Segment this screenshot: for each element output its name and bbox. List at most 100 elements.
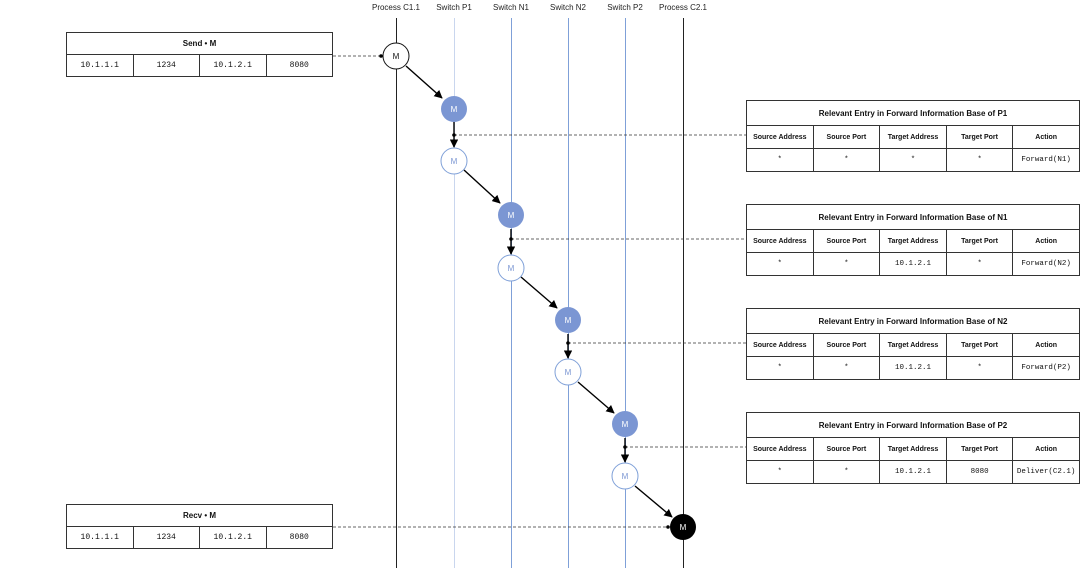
- recv-target-address: 10.1.2.1: [199, 526, 267, 549]
- fib-header-source-address: Source Address: [746, 125, 814, 149]
- node-n1-received: M: [498, 202, 524, 228]
- lane-line-p2: [625, 18, 626, 568]
- fib-header-action: Action: [1012, 333, 1080, 357]
- node-p1-forward: M: [440, 147, 468, 175]
- lane-label-n1: Switch N1: [492, 3, 529, 12]
- send-target-address: 10.1.2.1: [199, 54, 267, 77]
- fib-cell-action: Forward(N1): [1012, 148, 1080, 172]
- svg-text:M: M: [393, 52, 400, 61]
- fib-header-source-port: Source Port: [812, 437, 881, 461]
- fib-cell: 10.1.2.1: [879, 356, 947, 380]
- fib-header-target-port: Target Port: [945, 333, 1014, 357]
- lane-line-c11: [396, 18, 397, 568]
- fib-header-source-address: Source Address: [746, 333, 814, 357]
- send-source-address: 10.1.1.1: [66, 54, 134, 77]
- fib-header-target-address: Target Address: [879, 229, 947, 253]
- lane-label-p1: Switch P1: [436, 3, 472, 12]
- fib-header-source-port: Source Port: [812, 333, 881, 357]
- send-message-box: Send • M 10.1.1.1 1234 10.1.2.1 8080: [66, 32, 333, 77]
- node-n1-forward: M: [497, 254, 525, 282]
- fib-table-n2: Relevant Entry in Forward Information Ba…: [746, 308, 1080, 380]
- arrow-p2-to-c21: [634, 485, 673, 518]
- node-p1-received: M: [441, 96, 467, 122]
- fib-cell: 8080: [945, 460, 1014, 484]
- fib-cell: *: [945, 252, 1014, 276]
- fib-cell: *: [945, 356, 1014, 380]
- svg-text:M: M: [565, 316, 572, 325]
- fib-header-source-port: Source Port: [812, 229, 881, 253]
- arrow-n2-to-p2: [577, 381, 615, 414]
- recv-source-address: 10.1.1.1: [66, 526, 134, 549]
- fib-cell: 10.1.2.1: [879, 460, 947, 484]
- fib-table-p2: Relevant Entry in Forward Information Ba…: [746, 412, 1080, 484]
- fib-header-target-port: Target Port: [945, 229, 1014, 253]
- fib-header-target-port: Target Port: [945, 125, 1014, 149]
- node-send-c11: M: [382, 42, 410, 70]
- fib-cell: *: [812, 252, 881, 276]
- fib-cell-action: Forward(N2): [1012, 252, 1080, 276]
- lane-label-c11: Process C1.1: [371, 3, 421, 12]
- fib-header-target-port: Target Port: [945, 437, 1014, 461]
- node-recv-c21: M: [670, 514, 696, 540]
- send-title: Send • M: [66, 32, 333, 55]
- fib-header-source-port: Source Port: [812, 125, 881, 149]
- fib-header-target-address: Target Address: [879, 125, 947, 149]
- lane-line-n1: [511, 18, 512, 568]
- fib-header-source-address: Source Address: [746, 229, 814, 253]
- fib-title: Relevant Entry in Forward Information Ba…: [746, 204, 1080, 230]
- fib-header-target-address: Target Address: [879, 333, 947, 357]
- fib-cell: *: [879, 148, 947, 172]
- fib-cell: *: [812, 356, 881, 380]
- fib-title: Relevant Entry in Forward Information Ba…: [746, 412, 1080, 438]
- lane-line-n2: [568, 18, 569, 568]
- fib-cell: *: [945, 148, 1014, 172]
- fib-title: Relevant Entry in Forward Information Ba…: [746, 308, 1080, 334]
- lane-label-n2: Switch N2: [549, 3, 586, 12]
- svg-text:M: M: [451, 157, 458, 166]
- send-source-port: 1234: [132, 54, 200, 77]
- svg-text:M: M: [565, 368, 572, 377]
- fib-table-n1: Relevant Entry in Forward Information Ba…: [746, 204, 1080, 276]
- send-connector-dot: [379, 54, 383, 58]
- arrow-n1-to-n2: [520, 276, 558, 309]
- lane-line-p1: [454, 18, 455, 568]
- recv-target-port: 8080: [265, 526, 333, 549]
- fib-cell: *: [746, 252, 814, 276]
- fib-header-action: Action: [1012, 125, 1080, 149]
- svg-text:M: M: [451, 105, 458, 114]
- fib-cell: *: [746, 356, 814, 380]
- node-n2-forward: M: [554, 358, 582, 386]
- fib-table-p1: Relevant Entry in Forward Information Ba…: [746, 100, 1080, 172]
- fib-header-source-address: Source Address: [746, 437, 814, 461]
- fib-cell: *: [812, 148, 881, 172]
- recv-source-port: 1234: [132, 526, 200, 549]
- fib-header-action: Action: [1012, 229, 1080, 253]
- arrow-p1-to-n1: [463, 169, 501, 204]
- fib-cell: 10.1.2.1: [879, 252, 947, 276]
- lane-line-c21: [683, 18, 684, 568]
- recv-message-box: Recv • M 10.1.1.1 1234 10.1.2.1 8080: [66, 504, 333, 549]
- svg-text:M: M: [622, 420, 629, 429]
- fib-cell: *: [812, 460, 881, 484]
- send-target-port: 8080: [265, 54, 333, 77]
- arrow-c11-to-p1: [405, 65, 443, 99]
- node-p2-forward: M: [611, 462, 639, 490]
- fib-cell-action: Deliver(C2.1): [1012, 460, 1080, 484]
- fib-cell: *: [746, 460, 814, 484]
- fib-header-action: Action: [1012, 437, 1080, 461]
- svg-text:M: M: [508, 264, 515, 273]
- lane-label-c21: Process C2.1: [658, 3, 708, 12]
- fib-cell-action: Forward(P2): [1012, 356, 1080, 380]
- svg-text:M: M: [508, 211, 515, 220]
- node-n2-received: M: [555, 307, 581, 333]
- fib-title: Relevant Entry in Forward Information Ba…: [746, 100, 1080, 126]
- recv-connector-dot: [666, 525, 670, 529]
- fib-cell: *: [746, 148, 814, 172]
- fib-header-target-address: Target Address: [879, 437, 947, 461]
- node-p2-received: M: [612, 411, 638, 437]
- svg-text:M: M: [622, 472, 629, 481]
- svg-text:M: M: [680, 523, 687, 532]
- lane-label-p2: Switch P2: [607, 3, 643, 12]
- recv-title: Recv • M: [66, 504, 333, 527]
